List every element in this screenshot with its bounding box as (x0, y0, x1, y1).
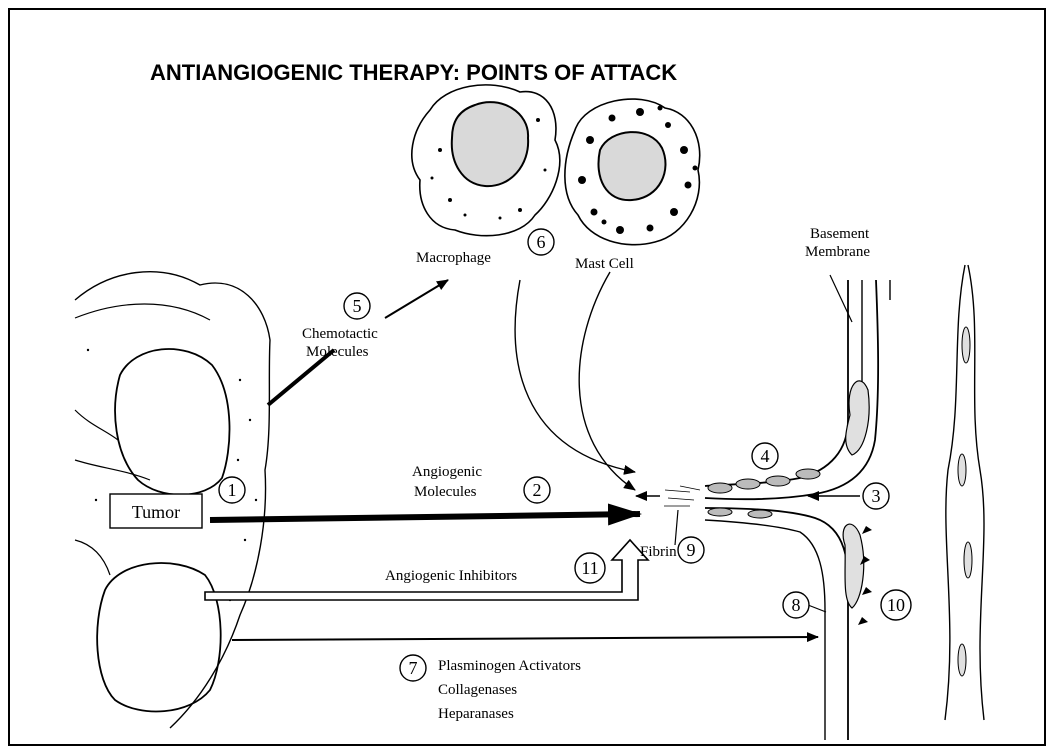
mast-cell (565, 99, 700, 245)
chemotactic-arrow-upper (385, 280, 448, 318)
angiogenic-arrow (210, 514, 640, 520)
macrophage-arrow (515, 280, 635, 472)
mast-cell-label: Mast Cell (575, 256, 634, 272)
marker-6: 6 (528, 229, 554, 255)
svg-text:1: 1 (228, 480, 237, 500)
marker-10: 10 (881, 590, 911, 620)
marker-11: 11 (575, 553, 605, 583)
chemotactic-label-1: Chemotactic (302, 326, 378, 342)
blood-vessel (664, 280, 890, 740)
chemotactic-label-2: Molecules (306, 344, 369, 360)
marker-5: 5 (344, 293, 370, 319)
marker-9: 9 (678, 537, 704, 563)
plasminogen-label: Plasminogen Activators (438, 658, 581, 674)
svg-text:7: 7 (409, 658, 418, 678)
marker-4: 4 (752, 443, 778, 469)
angiogenic-label-1: Angiogenic (412, 464, 482, 480)
basement-label-2: Membrane (805, 244, 870, 260)
protease-arrow (232, 637, 818, 640)
marker-1: 1 (219, 477, 245, 503)
svg-text:10: 10 (887, 595, 905, 615)
macrophage-label: Macrophage (416, 250, 491, 266)
marker-8: 8 (783, 592, 809, 618)
pointer-8 (808, 605, 826, 612)
macrophage-cell (412, 85, 560, 236)
svg-text:6: 6 (537, 232, 546, 252)
svg-text:4: 4 (761, 446, 770, 466)
svg-text:11: 11 (581, 558, 598, 578)
heparanases-label: Heparanases (438, 706, 514, 722)
svg-text:3: 3 (872, 486, 881, 506)
svg-text:2: 2 (533, 480, 542, 500)
marker-7: 7 (400, 655, 426, 681)
tumor-label: Tumor (132, 502, 180, 522)
fibrin-pointer (675, 510, 678, 545)
angiogenic-label-2: Molecules (414, 484, 477, 500)
marker-3: 3 (863, 483, 889, 509)
collagenases-label: Collagenases (438, 682, 517, 698)
svg-text:9: 9 (687, 540, 696, 560)
svg-text:8: 8 (792, 595, 801, 615)
marker-2: 2 (524, 477, 550, 503)
svg-text:5: 5 (353, 296, 362, 316)
inhibitors-label: Angiogenic Inhibitors (385, 568, 517, 584)
diagram-title: ANTIANGIOGENIC THERAPY: POINTS OF ATTACK (150, 60, 677, 85)
fibrin-label: Fibrin (640, 544, 677, 560)
basement-label-1: Basement (810, 226, 870, 242)
adjacent-vessel (945, 265, 984, 720)
